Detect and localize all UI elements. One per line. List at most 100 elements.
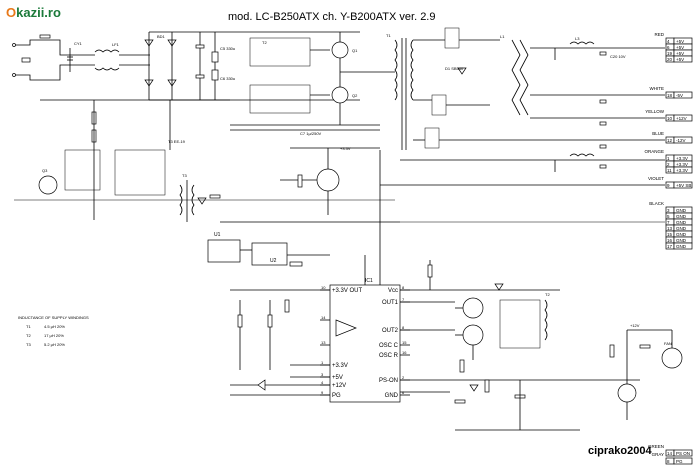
output-color-label: RED bbox=[654, 32, 664, 37]
main-transformer: T1 bbox=[386, 33, 414, 150]
svg-text:Q1: Q1 bbox=[352, 48, 358, 53]
driver-transformer-label: T2 bbox=[545, 292, 550, 297]
output-voltage-label: +3.3V bbox=[676, 162, 688, 167]
output-pin-number: 5 bbox=[667, 214, 670, 219]
output-connectors: RED4+5V6+5V19+5V20+5VWHITE18-5VYELLOW10+… bbox=[644, 32, 693, 465]
svg-text:Q3: Q3 bbox=[42, 168, 48, 173]
svg-text:CY1: CY1 bbox=[74, 41, 83, 46]
ic-right-pin-number: 15 bbox=[402, 340, 407, 345]
output-voltage-label: +5V SB bbox=[676, 183, 691, 188]
ic-label: IC1 bbox=[365, 278, 373, 284]
svg-text:LF1: LF1 bbox=[112, 42, 120, 47]
svg-text:Q2: Q2 bbox=[352, 93, 358, 98]
ic-right-pin-label: OSC C bbox=[379, 343, 399, 349]
output-pin-number: 18 bbox=[667, 93, 673, 98]
output-voltage-label: +12V bbox=[676, 116, 687, 121]
fan-supply-label: +12V bbox=[630, 323, 640, 328]
output-pin-number: 15 bbox=[667, 232, 673, 237]
inductance-name: T1 bbox=[26, 324, 31, 329]
ic-left-pin-label: +3.3V OUT bbox=[332, 288, 363, 294]
ic-left-pin-number: 9 bbox=[321, 390, 324, 395]
output-label-box bbox=[673, 457, 693, 465]
output-voltage-label: +5V bbox=[676, 45, 684, 50]
transformer-label: T1 bbox=[386, 33, 391, 38]
secondary-rectifiers: L1 D1 SB540 bbox=[413, 27, 529, 149]
bridge-rectifier: BD1 bbox=[119, 31, 230, 101]
inductance-heading: INDUCTANCE OF SUPPLY WINDINGS bbox=[18, 315, 89, 320]
svg-text:L1: L1 bbox=[500, 34, 505, 39]
svg-text:FAN: FAN bbox=[664, 341, 672, 346]
ic-left-pin-number: 3 bbox=[321, 372, 324, 377]
svg-text:T3 EE-19: T3 EE-19 bbox=[168, 139, 186, 144]
output-color-label: YELLOW bbox=[645, 109, 665, 114]
output-pin-number: 8 bbox=[667, 459, 670, 464]
output-pin-number: 6 bbox=[667, 45, 670, 50]
mains-input: CY1 LF1 bbox=[12, 34, 120, 81]
inductance-value: 17 μH 20% bbox=[44, 333, 64, 338]
output-voltage-label: +3.3V bbox=[676, 156, 688, 161]
output-voltage-label: +3.3V bbox=[676, 168, 688, 173]
output-voltage-label: GND bbox=[676, 232, 687, 237]
output-pin-number: 17 bbox=[667, 244, 673, 249]
output-voltage-label: GND bbox=[676, 220, 687, 225]
output-pin-number: 2 bbox=[667, 162, 670, 167]
svg-text:C7 1μ/250V: C7 1μ/250V bbox=[300, 131, 322, 136]
svg-text:C20 10V: C20 10V bbox=[610, 54, 626, 59]
ic-left-pin-label: +12V bbox=[332, 383, 346, 389]
inductance-value: 5.2 μH 20% bbox=[44, 342, 65, 347]
output-pin-number: 14 bbox=[667, 451, 673, 456]
output-pin-number: 9 bbox=[667, 183, 670, 188]
output-voltage-label: +5V bbox=[676, 39, 684, 44]
output-pin-number: 1 bbox=[667, 156, 670, 161]
svg-text:D1 SB540: D1 SB540 bbox=[445, 66, 464, 71]
ic-right-pin-label: OUT1 bbox=[382, 300, 399, 306]
output-voltage-label: GND bbox=[676, 208, 687, 213]
logo-o: O bbox=[6, 5, 16, 20]
standby-circuit: Q3 T3 T3 EE-19 bbox=[38, 99, 230, 222]
output-rails: L3 C20 10V bbox=[380, 36, 665, 186]
watermark: ciprako2004 bbox=[588, 445, 652, 457]
output-voltage-label: GND bbox=[676, 238, 687, 243]
output-color-label: WHITE bbox=[650, 86, 665, 91]
ic-input-network bbox=[230, 261, 330, 396]
svg-text:C6 330u: C6 330u bbox=[220, 76, 235, 81]
output-pin-number: 19 bbox=[667, 51, 673, 56]
ic-left-pin-label: +5V bbox=[332, 375, 343, 381]
output-label-box bbox=[673, 114, 693, 122]
bulk-capacitors: C5 330u C6 330u bbox=[195, 32, 235, 100]
ic-right-pin-label: Vcc bbox=[388, 288, 398, 294]
output-pin-number: 16 bbox=[667, 238, 673, 243]
ic-right-pin-number: 2 bbox=[402, 375, 405, 380]
standby-transformer-label: T3 bbox=[182, 173, 187, 178]
output-pin-number: 11 bbox=[667, 168, 672, 173]
output-label-box bbox=[673, 91, 693, 99]
switching-stage: Q1 Q2 T2 C7 1μ/250V bbox=[230, 31, 395, 136]
ic-right-pin-number: 7 bbox=[402, 297, 405, 302]
output-voltage-label: PS ON bbox=[676, 451, 690, 456]
output-voltage-label: GND bbox=[676, 214, 687, 219]
ic-left-pin-label: +3.3V bbox=[332, 363, 348, 369]
ic-right-pin-number: 16 bbox=[402, 350, 407, 355]
ps-on-logic bbox=[400, 359, 640, 431]
output-label-box bbox=[673, 136, 693, 144]
ic-right-pin-number: 8 bbox=[402, 285, 405, 290]
output-pin-number: 12 bbox=[667, 138, 673, 143]
output-pin-number: 13 bbox=[667, 226, 673, 231]
plus33v-label: +3.3V bbox=[340, 146, 351, 151]
u2-label: U2 bbox=[270, 258, 277, 264]
output-voltage-label: +5V bbox=[676, 57, 684, 62]
ic-left-pin-label: PG bbox=[332, 393, 341, 399]
ic-right-pin-label: OUT2 bbox=[382, 328, 399, 334]
output-pin-number: 4 bbox=[667, 39, 670, 44]
ic-left-pin-number: 14 bbox=[321, 315, 326, 320]
output-voltage-label: PG bbox=[676, 459, 683, 464]
misc-wires bbox=[14, 150, 665, 285]
output-voltage-label: -12V bbox=[676, 138, 686, 143]
ic-right-pin-label: OSC R bbox=[379, 353, 399, 359]
logo: Okazii.ro bbox=[6, 5, 61, 20]
ic-right-pin-number: 8 bbox=[402, 325, 405, 330]
